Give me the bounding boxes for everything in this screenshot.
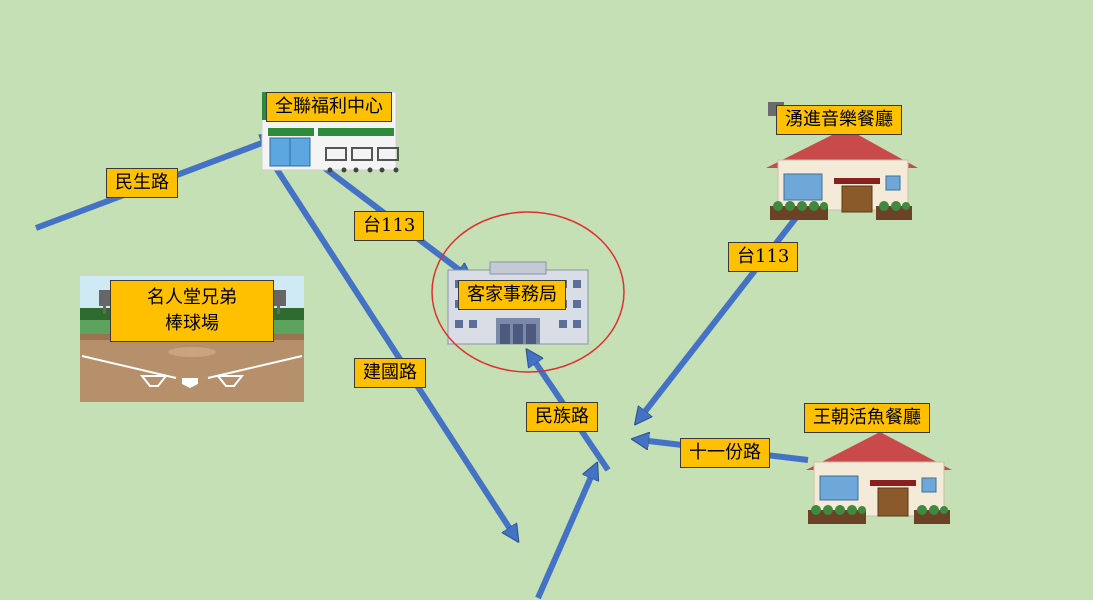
restaurant-house-image-2 (806, 432, 952, 524)
shiyifen-road-label: 十一份路 (680, 438, 770, 468)
minzu-road-label: 民族路 (526, 402, 598, 432)
jianguo-road-arrow (273, 166, 514, 535)
bottom-road-arrow (535, 470, 594, 600)
stadium-label: 名人堂兄弟 棒球場 (110, 280, 274, 342)
tai113-right-label: 台113 (728, 242, 799, 272)
highlight-circle (431, 211, 625, 373)
stadium-label-line1: 名人堂兄弟 (147, 287, 237, 308)
hakka-office-label: 客家事務局 (458, 280, 566, 310)
convenience-store-label: 全聯福利中心 (266, 92, 392, 122)
restaurant-house-image-1 (766, 102, 918, 220)
jianguo-road-label: 建國路 (354, 358, 426, 388)
tai113-left-label: 台113 (354, 211, 425, 241)
stadium-label-line2: 棒球場 (165, 313, 219, 334)
music-restaurant-label: 湧進音樂餐廳 (776, 105, 902, 135)
minsheng-road-label: 民生路 (106, 168, 178, 198)
fish-restaurant-label: 王朝活魚餐廳 (804, 403, 930, 433)
